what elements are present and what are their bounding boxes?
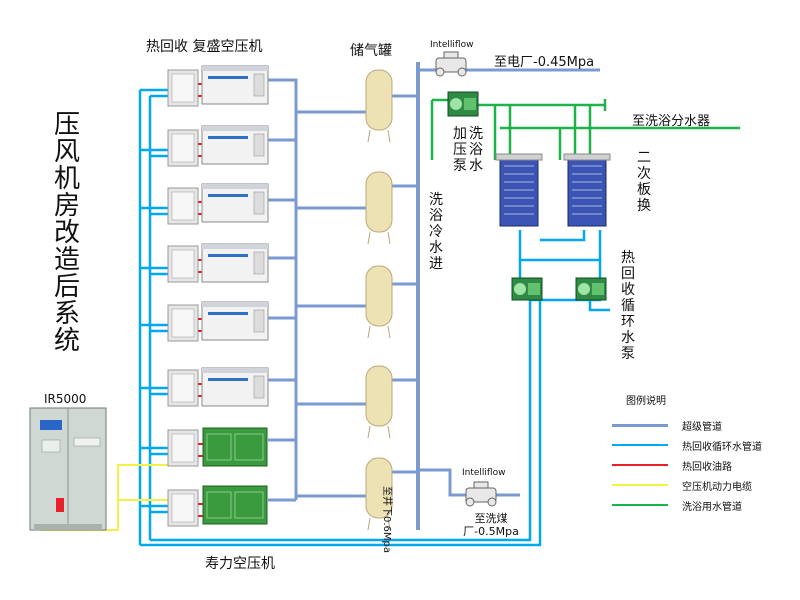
to-coal-wash-label: 至洗煤厂-0.5Mpa: [463, 512, 519, 538]
super-pipes: [268, 62, 600, 530]
ir5000-cabinet: [29, 407, 107, 531]
air-tank-1: [365, 69, 393, 143]
legend-swatch: [612, 423, 668, 427]
fusheng-row-3: [167, 183, 269, 225]
heat-recovery-pump-1: [511, 277, 543, 301]
intelliflow-valve-bottom: [465, 481, 497, 507]
bath-pipes: [430, 98, 740, 160]
legend-item-bath-pipe: 洗浴用水管道: [612, 498, 742, 513]
water-pipes: [138, 88, 610, 547]
legend-item-super-pipe: 超级管道: [612, 418, 722, 433]
plate-exchanger-2: [563, 153, 611, 227]
ir5000-label: IR5000: [44, 392, 87, 406]
system-title: 压风机房改造后系统: [53, 110, 80, 356]
bath-water-label: 洗浴水: [469, 126, 483, 174]
heat-recovery-pump-label: 热回收循环水泵: [621, 250, 635, 362]
air-tank-label: 储气罐: [350, 43, 392, 59]
shouli-row-2: [167, 485, 268, 527]
bath-cold-water-in-label: 洗浴冷水进: [429, 192, 443, 272]
heat-recovery-pump-2: [575, 277, 607, 301]
shouli-row-1: [167, 427, 268, 467]
air-tank-2: [365, 171, 393, 245]
to-shaft-label: 至井下0.6Mpa: [381, 486, 392, 554]
legend-swatch: [612, 484, 668, 486]
fusheng-row-2: [167, 125, 269, 167]
legend-item-cable: 空压机动力电缆: [612, 478, 752, 493]
air-tanks: [365, 69, 393, 531]
legend-swatch: [612, 504, 668, 506]
to-power-plant-label: 至电厂-0.45Mpa: [494, 55, 595, 70]
heat-recovery-compressor-label: 热回收 复盛空压机: [146, 39, 263, 55]
legend-swatch: [612, 464, 668, 466]
secondary-plate-label: 二次板换: [637, 150, 651, 214]
fusheng-row-5: [167, 301, 269, 342]
legend-label: 空压机动力电缆: [682, 481, 752, 493]
legend-label: 洗浴用水管道: [682, 501, 742, 513]
legend-item-water-pipe: 热回收循环水管道: [612, 438, 762, 453]
bath-pressure-pump-label: 加压泵: [453, 126, 467, 174]
legend-title: 图例说明: [626, 396, 666, 407]
legend-swatch: [612, 444, 668, 446]
fusheng-row-6: [167, 367, 269, 407]
plate-exchanger-1: [495, 153, 543, 227]
intelliflow-bottom-label: Intelliflow: [462, 468, 506, 478]
shouli-compressor-label: 寿力空压机: [205, 556, 275, 572]
to-bath-water-label: 至洗浴分水器: [632, 114, 711, 129]
intelliflow-top-label: Intelliflow: [430, 40, 474, 50]
compressor-units: [167, 65, 269, 527]
legend-item-oil-pipe: 热回收油路: [612, 458, 732, 473]
air-tank-4: [365, 365, 393, 439]
bath-pressure-pump-icon: [447, 91, 479, 117]
air-tank-5: [365, 457, 393, 531]
intelliflow-valve-top: [435, 51, 467, 77]
legend-label: 热回收循环水管道: [682, 441, 762, 453]
legend-label: 热回收油路: [682, 461, 732, 473]
legend-label: 超级管道: [682, 421, 722, 433]
air-tank-3: [365, 265, 393, 339]
fusheng-row-1: [167, 65, 269, 107]
fusheng-row-4: [167, 243, 269, 283]
